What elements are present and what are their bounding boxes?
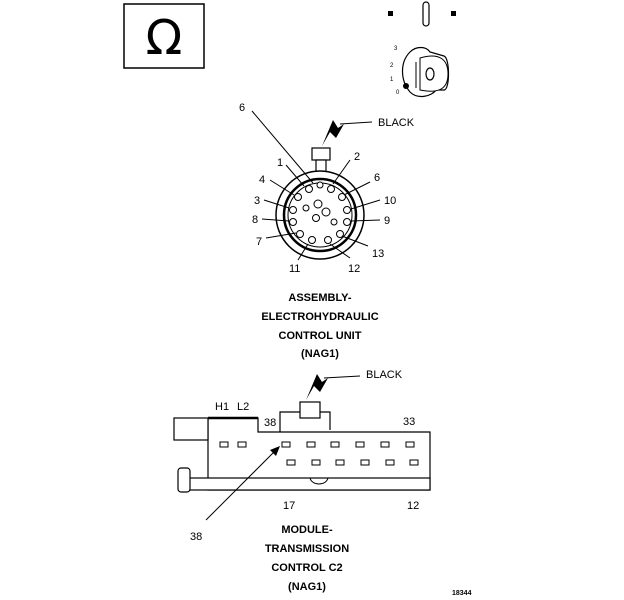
ehcu-pin-1: 1 <box>277 157 283 169</box>
svg-text:(NAG1): (NAG1) <box>301 348 339 360</box>
tcm-pin-33-label: 33 <box>403 416 415 428</box>
ignition-pos-0: 0 <box>396 90 400 96</box>
ohm-icon: Ω <box>146 10 183 66</box>
ignition-pos-3: 3 <box>394 46 398 52</box>
small-terminal-icon <box>388 1 456 27</box>
tcm-connector: BLACK <box>173 369 431 543</box>
svg-text:ELECTROHYDRAULIC: ELECTROHYDRAULIC <box>261 311 378 323</box>
ehcu-pin-9: 9 <box>384 215 390 227</box>
tcm-pin-17-label: 17 <box>283 500 295 512</box>
ehcu-pin-10: 10 <box>384 195 396 207</box>
ehcu-color-label: BLACK <box>378 117 415 129</box>
svg-text:MODULE-: MODULE- <box>281 524 333 536</box>
tcm-caption: MODULE- TRANSMISSION CONTROL C2 (NAG1) <box>265 524 349 593</box>
ehcu-callout-pin-6: 6 <box>239 102 245 114</box>
figure-number: 18344 <box>452 590 472 597</box>
svg-text:CONTROL UNIT: CONTROL UNIT <box>279 330 362 342</box>
ehcu-pin-11: 11 <box>289 263 300 275</box>
ignition-pos-2: 2 <box>390 63 394 69</box>
tcm-cavity-l2: L2 <box>237 401 249 413</box>
ehcu-pin-4: 4 <box>259 174 265 186</box>
svg-text:CONTROL C2: CONTROL C2 <box>271 562 342 574</box>
ignition-key-icon: 3 2 1 0 <box>390 46 450 98</box>
ehcu-pin-3: 3 <box>254 195 260 207</box>
svg-text:TRANSMISSION: TRANSMISSION <box>265 543 349 555</box>
svg-text:(NAG1): (NAG1) <box>288 581 326 593</box>
ehcu-connector: BLACK <box>239 102 415 275</box>
ehcu-pin-cavities <box>289 181 351 244</box>
svg-text:ASSEMBLY-: ASSEMBLY- <box>288 292 352 304</box>
ignition-pos-1: 1 <box>390 77 394 83</box>
tcm-cavities <box>219 441 419 466</box>
ehcu-pin-2: 2 <box>354 151 360 163</box>
ehcu-pin-6: 6 <box>374 172 380 184</box>
ehcu-pin-7: 7 <box>256 236 262 248</box>
tcm-callout-pin-38: 38 <box>190 531 202 543</box>
ohmmeter-symbol: Ω <box>123 3 205 69</box>
ehcu-pin-8: 8 <box>252 214 258 226</box>
ehcu-pin-13: 13 <box>372 248 384 260</box>
ehcu-pin-12: 12 <box>348 263 360 275</box>
ehcu-caption: ASSEMBLY- ELECTROHYDRAULIC CONTROL UNIT … <box>261 292 378 360</box>
tcm-cavity-h1: H1 <box>215 401 229 413</box>
tcm-color-label: BLACK <box>366 369 403 381</box>
tcm-pin-12-label: 12 <box>407 500 419 512</box>
tcm-pin-38-label: 38 <box>264 417 276 429</box>
